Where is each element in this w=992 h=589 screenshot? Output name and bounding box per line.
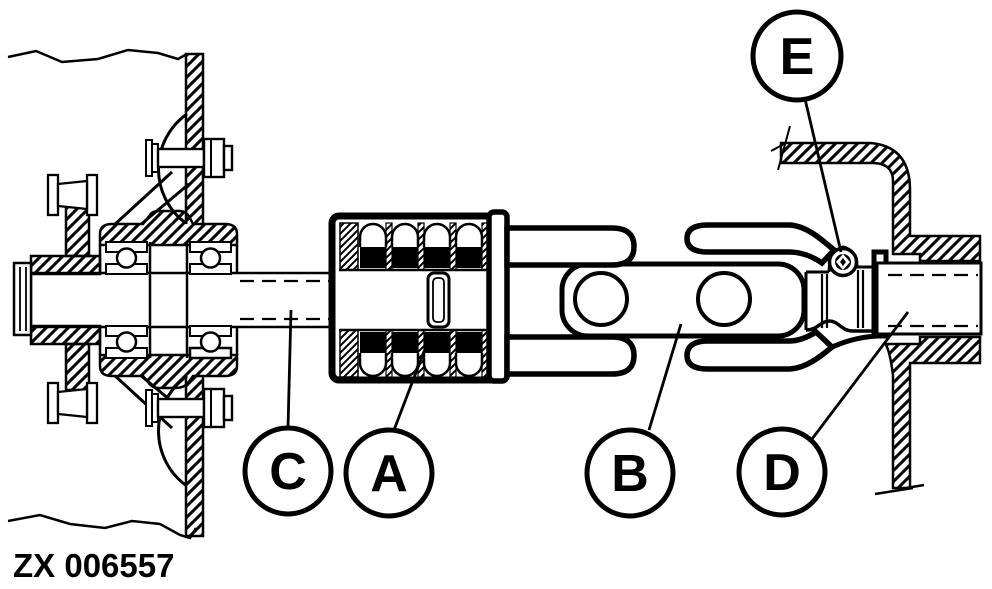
right-wall-bracket (770, 125, 982, 496)
ball-bearing-bottom (105, 325, 233, 360)
callout-e-letter: E (780, 28, 815, 86)
callout-c-letter: C (269, 443, 307, 501)
callout-b: B (584, 323, 683, 519)
callout-d-circle (736, 426, 828, 518)
leader-line-b (647, 323, 683, 431)
callout-b-letter: B (611, 445, 649, 503)
stud-top (46, 173, 99, 217)
bracket-lower (884, 335, 982, 490)
callout-c-circle (242, 425, 334, 517)
figure-code: ZX 006557 (13, 547, 174, 584)
clamp-bottom-edge (805, 319, 874, 333)
break-line-bottom (7, 513, 198, 540)
shaft-end-cap (12, 261, 33, 337)
left-yoke-flange (486, 209, 510, 384)
break-line-top (7, 48, 188, 64)
callouts: C A B D E (242, 9, 910, 519)
shaft-end-ring (426, 271, 451, 329)
set-screw-e (827, 246, 859, 278)
callout-d-letter: D (763, 444, 801, 502)
callout-b-circle (584, 427, 676, 519)
shaft-collar-top (29, 254, 102, 276)
shaft-collar-bottom (29, 324, 102, 346)
bracket-upper (779, 141, 982, 263)
leader-line-c (286, 309, 293, 429)
output-shaft-d (875, 261, 983, 336)
callout-e: E (750, 9, 844, 253)
break-mark (899, 483, 925, 491)
callout-c: C (242, 309, 334, 517)
damper-rollers-bottom (358, 332, 484, 378)
right-yoke-arm-lower (684, 328, 837, 372)
trunnion-bore-left (573, 271, 629, 327)
callout-e-circle (750, 9, 844, 103)
hub-assembly (12, 112, 339, 488)
leader-line-d (810, 311, 910, 440)
right-yoke-arm-upper (684, 222, 838, 267)
wall-bolt-top (145, 137, 234, 179)
leader-line-e (803, 98, 843, 253)
callout-d: D (736, 311, 910, 518)
flange-plate-bottom (64, 342, 91, 392)
break-mark (777, 125, 791, 171)
leader-line-a (392, 335, 432, 431)
ball-bearing-top (105, 241, 232, 275)
callout-a: A (343, 335, 435, 519)
housing-top-band (98, 209, 239, 247)
gusset-line (111, 372, 174, 430)
stud-bottom (46, 381, 99, 425)
damper-rollers-top (358, 222, 484, 268)
left-yoke-arm-upper (504, 225, 637, 268)
housing-bottom-band (98, 353, 239, 390)
trunnion-bore-right (696, 271, 752, 327)
callout-a-circle (343, 427, 435, 519)
universal-joint-b (486, 209, 878, 384)
gusset-line (111, 170, 174, 228)
left-yoke-arm-lower (504, 334, 637, 377)
callout-a-letter: A (370, 445, 408, 503)
wall-bolt-bottom (145, 387, 234, 429)
damper-coupling-a (328, 212, 504, 384)
break-mark (770, 143, 785, 152)
